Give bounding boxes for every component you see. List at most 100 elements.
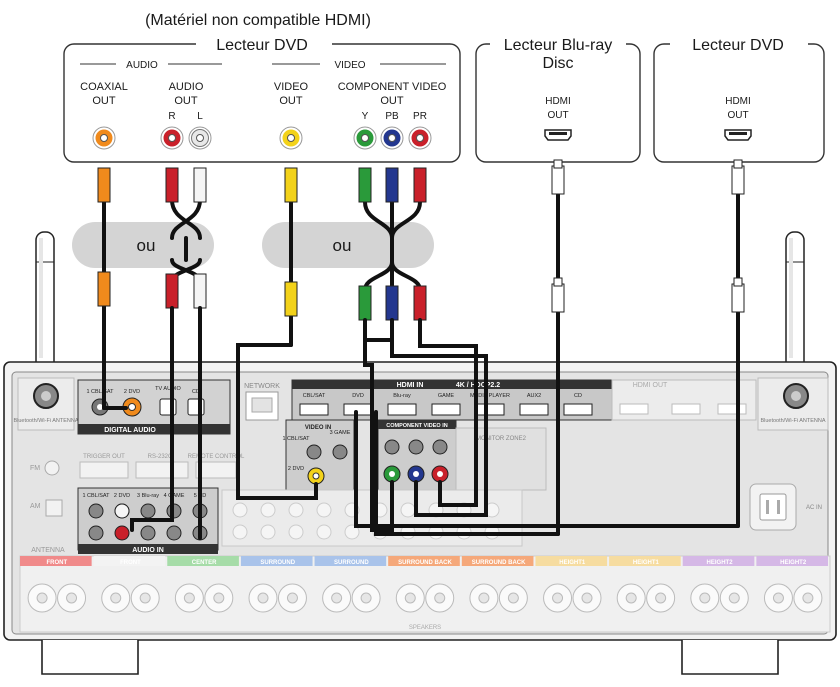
- hdmi-input-port: [431, 403, 461, 416]
- preout-jack: [344, 524, 360, 540]
- bluray-title: Lecteur Blu-ray: [504, 37, 613, 54]
- speaker-group-header: [388, 556, 460, 566]
- speaker-terminal-center: [66, 592, 78, 604]
- speaker-group-header: [314, 556, 387, 566]
- preout-jack: [400, 502, 416, 518]
- audio-input-label: 2 DVD: [114, 493, 130, 499]
- monitor-zone-label: MONITOR ZONE2: [476, 436, 527, 442]
- speaker-group-header: [93, 556, 166, 566]
- hdmi-input-label: DVD: [352, 393, 364, 399]
- bluray-hdmi-port: [544, 129, 572, 141]
- antenna-left: [35, 231, 55, 373]
- audio-input-r-jack: [166, 525, 182, 541]
- preout-jack: [288, 502, 304, 518]
- audio-input-r-jack: [114, 525, 130, 541]
- speaker-group-header: [535, 556, 608, 566]
- speaker-terminal-center: [772, 592, 784, 604]
- ac-in-label: AC IN: [806, 505, 822, 511]
- stereo-audio-cable: [130, 167, 207, 540]
- speaker-group-header: [682, 556, 755, 566]
- audio-input-r-jack: [88, 525, 104, 541]
- comp-pr-label: PR: [413, 111, 427, 122]
- hdmi-input-label: GAME: [438, 393, 455, 399]
- audio-l-jack: [188, 126, 212, 150]
- or-label-video: ou: [333, 236, 352, 255]
- component-video-cable: [358, 167, 488, 532]
- preout-jack: [316, 502, 332, 518]
- audio-input-l-jack: [140, 503, 156, 519]
- dvd2-hdmi-label-2: OUT: [727, 110, 748, 121]
- bt-antenna-left-label: Bluetooth/Wi-Fi ANTENNA: [13, 418, 78, 424]
- audio-in-label: AUDIO IN: [132, 547, 164, 554]
- component-out-label: COMPONENT VIDEO: [338, 81, 447, 93]
- am-label: AM: [30, 503, 41, 510]
- speaker-group-label: HEIGHT2: [780, 560, 807, 566]
- bt-antenna-right-jack: Bluetooth/Wi-Fi ANTENNA: [757, 377, 829, 431]
- bluray-hdmi-label: HDMI: [545, 96, 571, 107]
- fm-label: FM: [30, 465, 40, 472]
- video-in-label: VIDEO IN: [305, 425, 331, 431]
- speaker-group-label: HEIGHT2: [707, 560, 734, 566]
- speaker-group-header: [461, 556, 534, 566]
- speaker-group-label: HEIGHT1: [633, 560, 660, 566]
- hdmi-cable-bluray: [374, 159, 565, 536]
- video-jack: [279, 126, 303, 150]
- speaker-group-label: FRONT: [120, 560, 141, 566]
- comp-y-label: Y: [362, 111, 369, 122]
- network-port: NETWORK: [244, 383, 280, 421]
- coaxial-jack: [92, 126, 116, 150]
- component-in-label: COMPONENT VIDEO IN: [386, 423, 447, 429]
- coaxial-out-label: COAXIAL: [80, 81, 128, 93]
- tuner-antenna-ports: FM AM ANTENNA: [30, 460, 65, 554]
- or-label-audio: ou: [137, 236, 156, 255]
- antenna-right: [785, 231, 805, 373]
- hdmi-out-label: HDMI OUT: [633, 382, 668, 389]
- audio-input-r-jack: [140, 525, 156, 541]
- rs232-label: RS-232C: [148, 454, 173, 460]
- audio-input-label: 4 GAME: [164, 493, 185, 499]
- dvd2-title: Lecteur DVD: [692, 37, 784, 54]
- hdmi-input-label: MEDIA PLAYER: [470, 393, 510, 399]
- bluray-hdmi-label-2: OUT: [547, 110, 568, 121]
- dvd2-hdmi-port: [724, 129, 752, 141]
- network-label: NETWORK: [244, 383, 280, 390]
- speaker-terminal-center: [139, 592, 151, 604]
- optical-tv-label: TV AUDIO: [155, 386, 181, 392]
- component-out-label-2: OUT: [380, 95, 404, 107]
- speaker-group-label: SURROUND BACK: [472, 560, 526, 566]
- hdmi-input-label: AUX2: [527, 393, 541, 399]
- hdmi-input-port: [519, 403, 549, 416]
- bluray-player: Lecteur Blu-ray Disc HDMI OUT: [475, 32, 641, 163]
- component-pb-jack: [380, 126, 404, 150]
- hdmi-input-port: [563, 403, 593, 416]
- speaker-group-header: [609, 556, 681, 566]
- trigger-label: TRIGGER OUT: [83, 454, 125, 460]
- speaker-group-header: [240, 556, 313, 566]
- audio-l-label: L: [197, 111, 203, 122]
- digital-audio-block: 1 CBL/SAT 2 DVD TV AUDIO CD DIGITAL AUDI…: [77, 379, 231, 435]
- audio-group-label: AUDIO: [126, 60, 158, 71]
- speaker-terminal-center: [331, 592, 343, 604]
- speaker-terminal-center: [625, 592, 637, 604]
- audio-input-l-jack: [88, 503, 104, 519]
- preout-jack: [316, 524, 332, 540]
- speaker-terminal-center: [507, 592, 519, 604]
- speaker-terminal-center: [655, 592, 667, 604]
- coaxial-dvd-label: 2 DVD: [124, 389, 140, 395]
- speaker-group-header: [756, 556, 828, 566]
- audio-input-l-jack-connected: [114, 503, 130, 519]
- speaker-terminal-center: [434, 592, 446, 604]
- composite-video-cable: [236, 167, 318, 500]
- audio-r-jack: [160, 126, 184, 150]
- audio-out-label-2: OUT: [174, 95, 198, 107]
- hdcp-label: 4K / HDCP2.2: [456, 382, 500, 389]
- digital-audio-label: DIGITAL AUDIO: [104, 427, 156, 434]
- speakers-label: SPEAKERS: [409, 625, 441, 631]
- comp-pb-label: PB: [385, 111, 399, 122]
- speaker-terminal-center: [257, 592, 269, 604]
- control-ports: TRIGGER OUT RS-232C REMOTE CONTROL: [79, 454, 245, 479]
- coaxial-cable: [97, 167, 128, 410]
- dvd1-title: Lecteur DVD: [216, 37, 308, 54]
